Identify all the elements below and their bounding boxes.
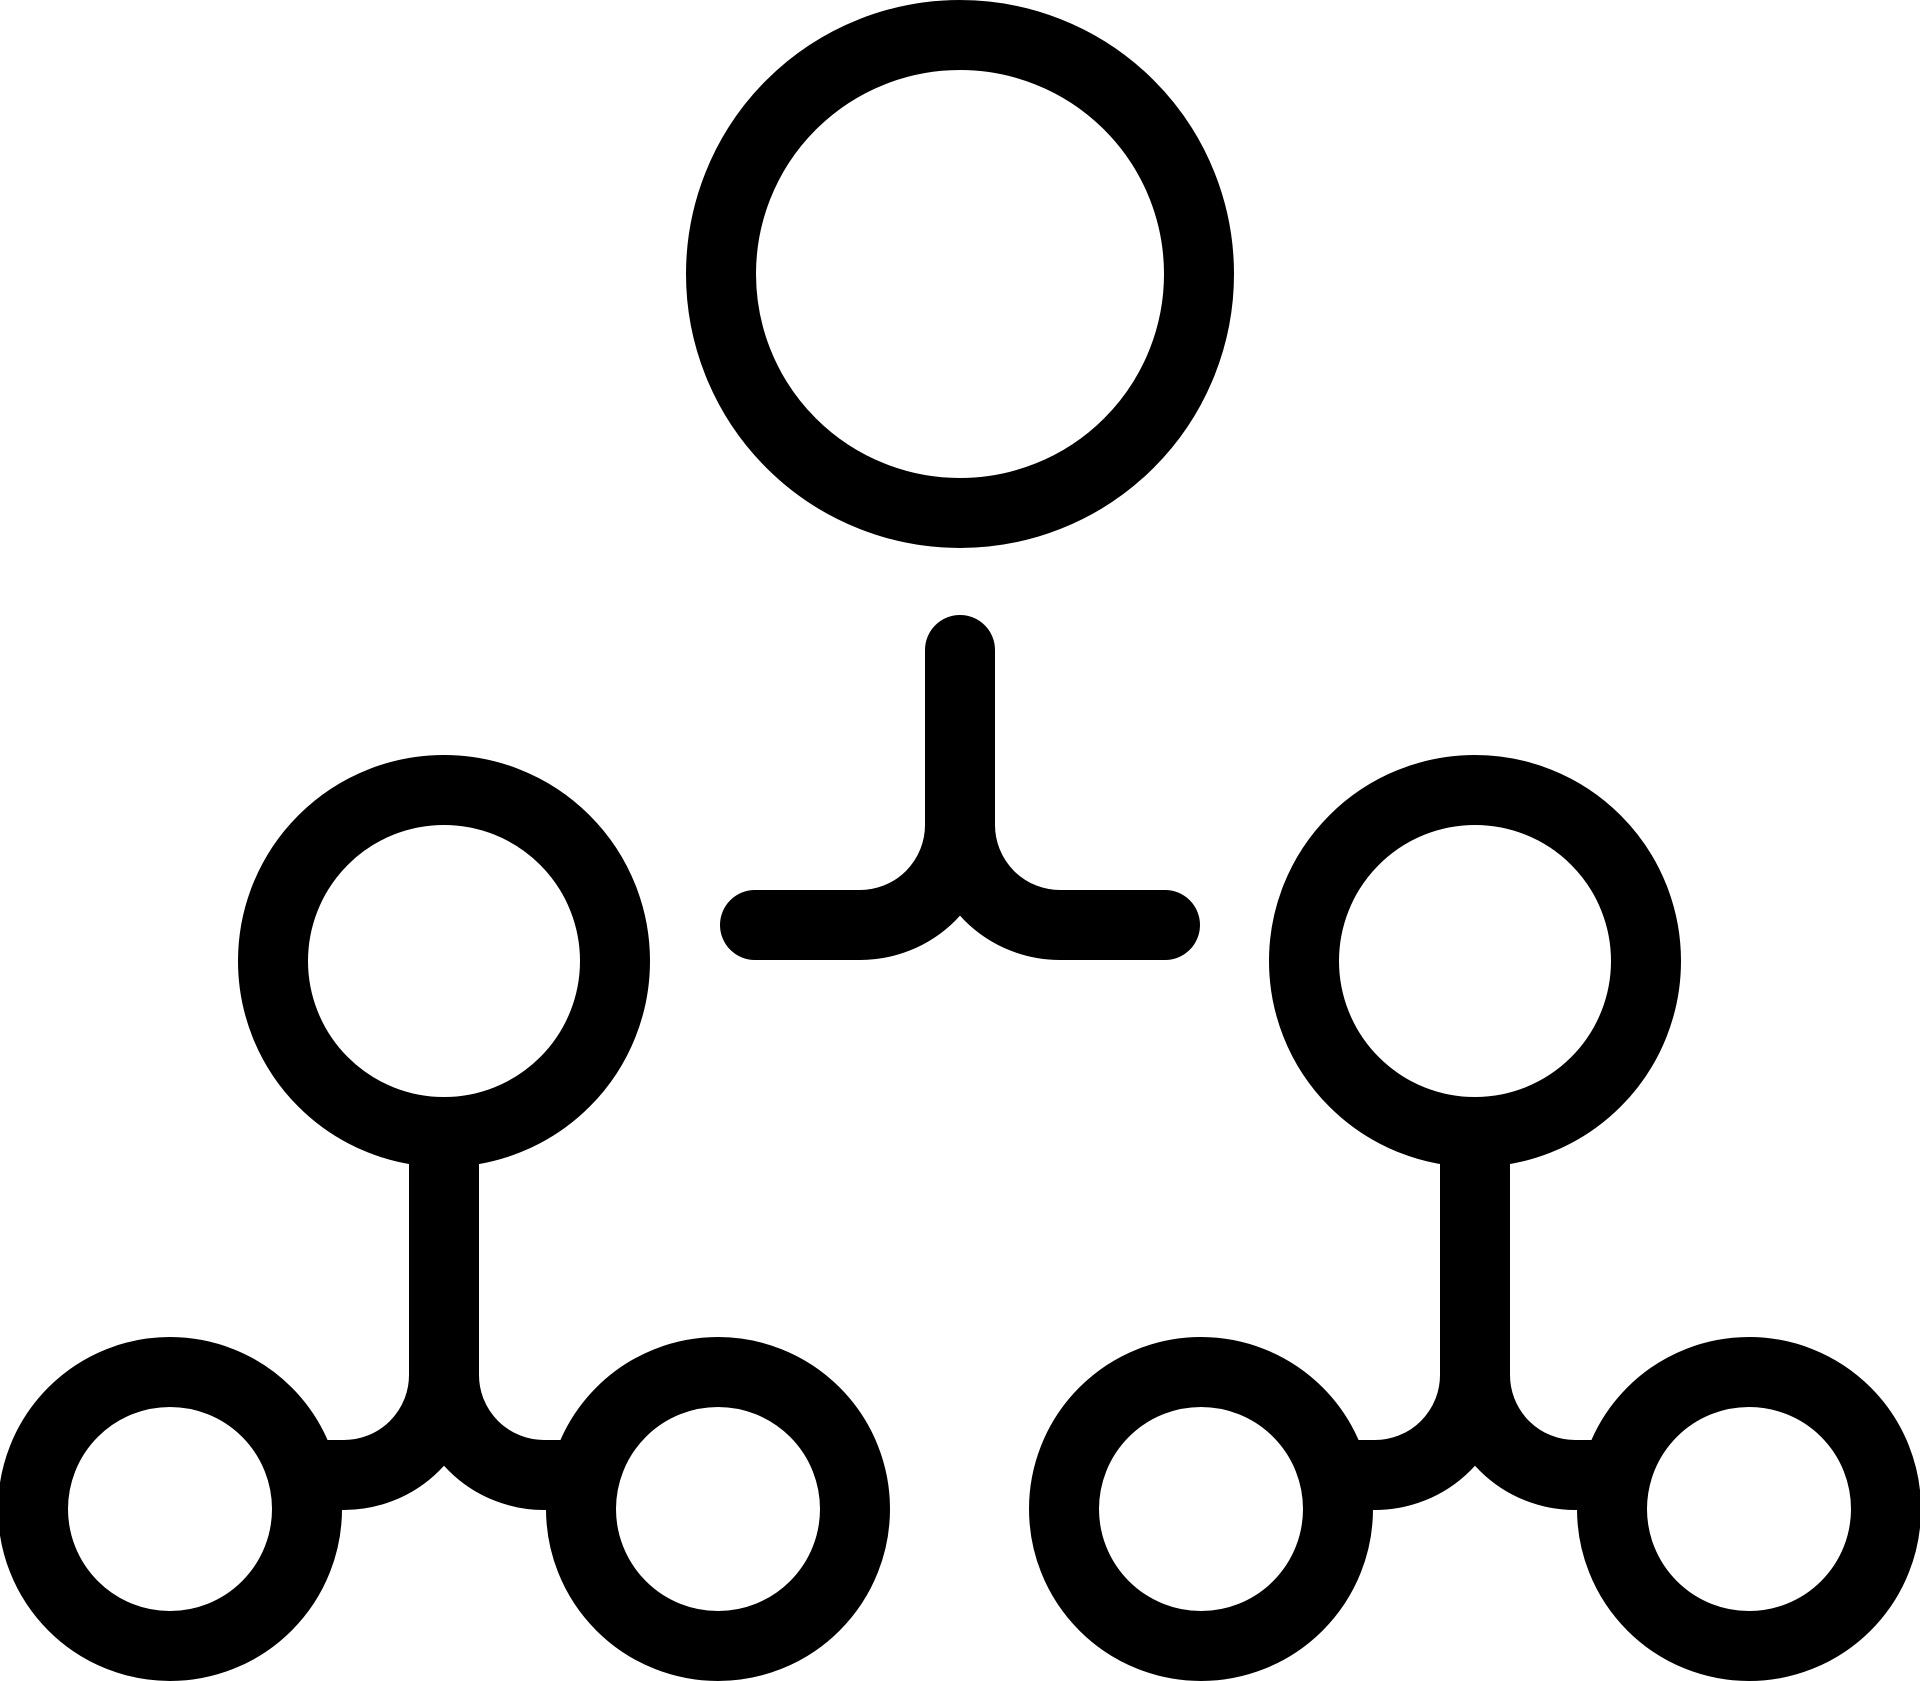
right-branch-connector	[1301, 1097, 1649, 1510]
leaf-node-2	[546, 1337, 890, 1681]
level1-left-node	[238, 755, 650, 1167]
leaf-node-4	[1577, 1337, 1920, 1681]
level1-right-node	[1269, 755, 1681, 1167]
root-connector	[720, 615, 1200, 960]
leaf-node-1	[0, 1337, 342, 1681]
leaf-node-3	[1029, 1337, 1373, 1681]
root-node	[686, 0, 1234, 548]
left-branch-connector	[270, 1097, 618, 1510]
